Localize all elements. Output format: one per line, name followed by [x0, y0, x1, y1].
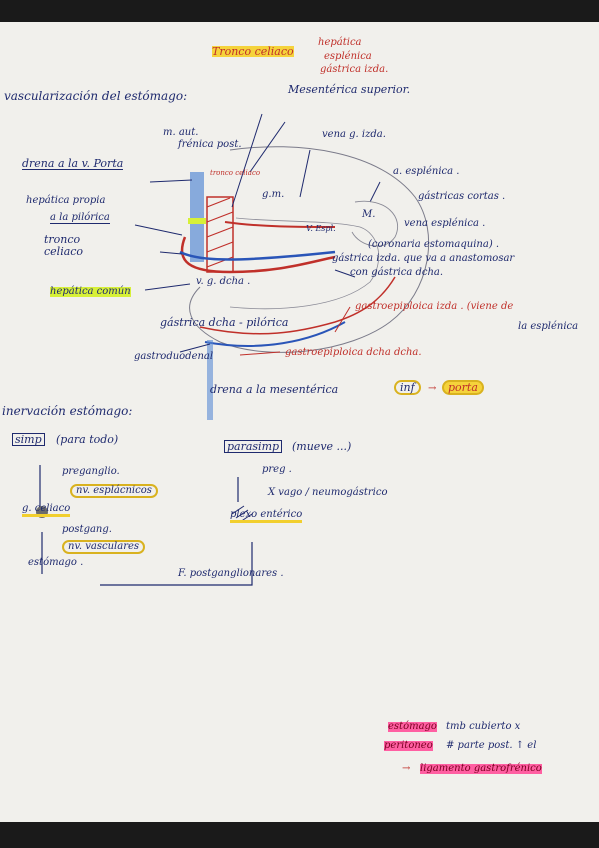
branch-gastrica-izda: gástrica izda.: [320, 64, 389, 75]
note-ligamento: ligamento gastrofrénico: [420, 763, 542, 774]
preg-label: preg .: [262, 464, 292, 475]
red-artery-lesser: [224, 221, 336, 228]
label-vena-g-izda: vena g. izda.: [322, 129, 386, 140]
note-line1-rest: tmb cubierto x: [446, 721, 521, 732]
branch-esplenica: esplénica: [324, 51, 372, 62]
note-peritoneo: peritoneo: [384, 740, 433, 751]
blue-vein-main: [179, 250, 336, 261]
note-estomago: estómago: [388, 721, 437, 732]
stomach-outline: [189, 146, 430, 353]
g-celiaco-label: g. celiaco: [22, 504, 71, 517]
parasimp-box: parasimp: [224, 440, 283, 453]
notebook-page: Tronco celiaco hepática esplénica gástri…: [0, 22, 599, 822]
arrow-inf-porta: →: [428, 383, 437, 394]
label-gastricas-cortas: gástricas cortas .: [418, 191, 506, 202]
estomago-label: estómago .: [28, 557, 84, 568]
stomach-inner-curve: [229, 217, 379, 310]
tronco-celiaco-title: Tronco celiaco: [212, 45, 294, 58]
label-gastroduodenal: gastroduodenal: [134, 351, 214, 362]
label-m: M.: [362, 209, 376, 220]
label-hepatica-comun: hepática común: [50, 286, 131, 297]
label-tronco-celiaco: tronco celiaco: [44, 233, 84, 258]
label-m-aut: m. aut.: [163, 127, 199, 138]
parasimp-note: (mueve ...): [292, 440, 352, 453]
nv-vasculares-label: nv. vasculares: [62, 540, 146, 554]
aorta-bar: [190, 172, 204, 262]
label-drena-porta: drena a la v. Porta: [22, 157, 124, 170]
note-arrow: →: [402, 763, 411, 774]
x-vago-label: X vago / neumogástrico: [268, 487, 388, 498]
hatched-block: [206, 196, 234, 273]
vasc-title: vascularización del estómago:: [4, 89, 188, 103]
branch-hepatica: hepática: [318, 37, 362, 48]
label-tronco-celiaco-small: tronco celiaco: [210, 169, 261, 177]
label-gastroepiploica-izda: gastroepiploica izda . (viene de: [355, 301, 514, 312]
label-v-g-dcha: v. g. dcha .: [196, 276, 251, 287]
simp-box: simp: [12, 433, 45, 446]
inerv-title: inervación estómago:: [2, 404, 133, 418]
plexo-enterico-label: plexo entérico: [230, 510, 303, 523]
dark-background-strip: [0, 822, 599, 848]
red-artery-main: [180, 236, 336, 274]
red-artery-greater: [199, 276, 396, 335]
nv-esplacnicos-label: nv. esplácnicos: [70, 484, 158, 498]
label-hepatica-propia: hepática propia: [26, 195, 106, 206]
celiac-highlight: [188, 218, 206, 224]
label-con-gastrica-dcha: con gástrica dcha.: [350, 267, 444, 278]
label-mesenterica-superior: Mesentérica superior.: [288, 83, 411, 96]
para-return: [100, 542, 253, 586]
spleen-sketch: [351, 200, 399, 247]
blue-vein-greater: [204, 321, 346, 347]
label-gastroepiploica-dcha: gastroepiploica dcha dcha.: [285, 347, 422, 358]
label-drena-mesenterica: drena a la mesentérica: [210, 383, 339, 396]
simp-note: (para todo): [56, 433, 119, 446]
note-line2-rest: # parte post. ↑ el: [446, 740, 537, 751]
label-porta: porta: [442, 380, 484, 395]
label-inf: inf: [394, 380, 421, 395]
label-pilorica: a la pilórica: [50, 212, 110, 224]
label-gm: g.m.: [262, 189, 285, 200]
label-la-esplenica: la esplénica: [518, 321, 579, 332]
postganglio-label: postgang.: [62, 524, 112, 535]
label-coronaria: (coronaria estomaquina) .: [368, 239, 500, 250]
label-vena-esplenica: vena esplénica .: [404, 218, 486, 229]
label-frenica-post: frénica post.: [178, 139, 242, 150]
label-v-espl: V. Espl.: [306, 224, 336, 233]
f-postganglionares-label: F. postganglionares .: [178, 568, 284, 579]
stomach-diagram: [36, 113, 430, 586]
label-gastrica-dcha-pilorica: gástrica dcha - pilórica: [160, 316, 289, 329]
label-a-esplenica: a. esplénica .: [393, 166, 460, 177]
label-gastrica-anastomosar: gástrica izda. que va a anastomosar: [332, 253, 515, 264]
preganglio-label: preganglio.: [62, 466, 120, 477]
